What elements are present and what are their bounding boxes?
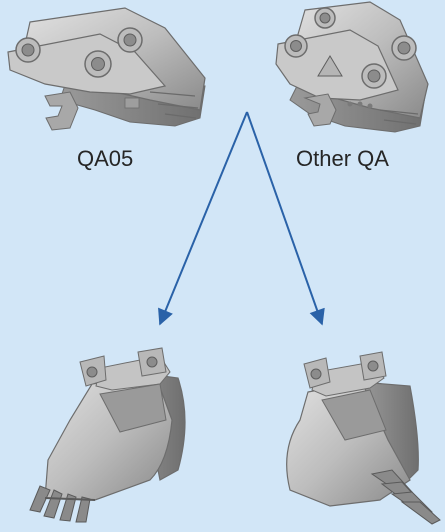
label-other-qa: Other QA bbox=[296, 148, 389, 170]
fit-arrows bbox=[160, 112, 322, 324]
arrow-to-right-bucket bbox=[247, 112, 322, 324]
excavator-bucket-icon bbox=[30, 348, 185, 522]
excavator-bucket-icon bbox=[287, 352, 440, 524]
quick-coupler-qa05-icon bbox=[8, 8, 205, 130]
arrow-to-left-bucket bbox=[160, 112, 247, 324]
quick-coupler-other-icon bbox=[276, 2, 428, 132]
label-qa05: QA05 bbox=[77, 148, 133, 170]
